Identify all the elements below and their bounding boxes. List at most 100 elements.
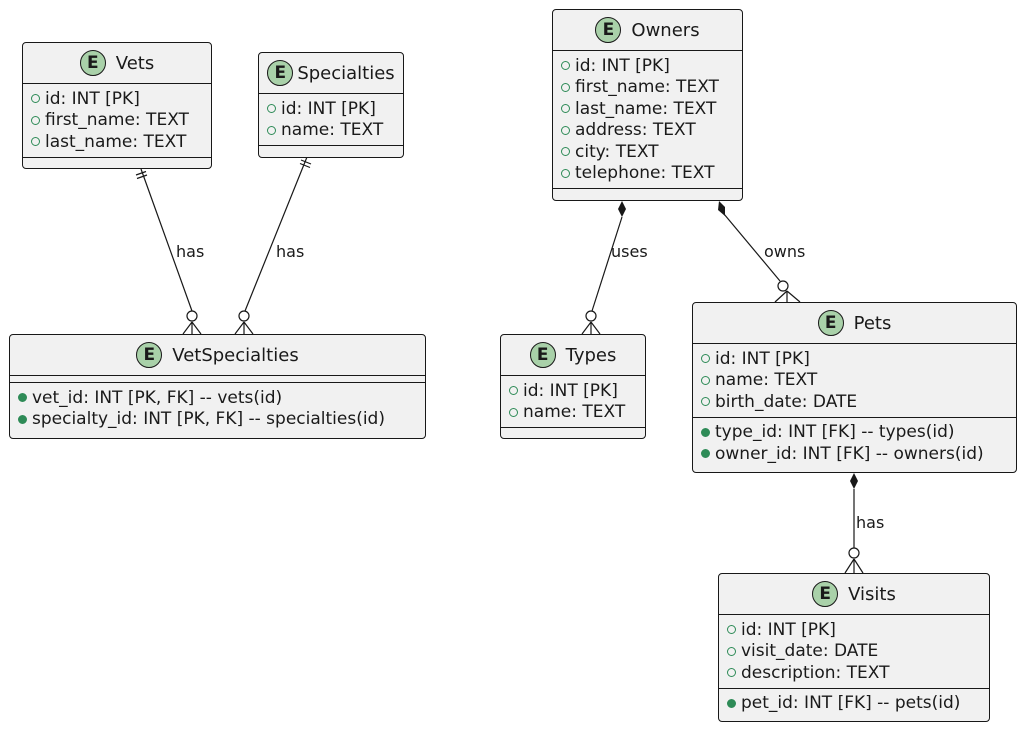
rel-label-specialties-has: has <box>276 242 304 261</box>
entity-badge-icon: E <box>267 60 294 86</box>
public-field-icon <box>701 397 710 407</box>
public-field-icon <box>727 646 736 656</box>
entity-specialties[interactable]: E Specialties id: INT [PK] name: TEXT <box>258 52 404 158</box>
method-section <box>553 189 742 195</box>
field-row: description: TEXT <box>727 662 989 684</box>
field-text: name: TEXT <box>523 402 626 423</box>
field-row: name: TEXT <box>267 120 403 142</box>
field-row: id: INT [PK] <box>561 55 742 77</box>
field-text: description: TEXT <box>741 662 890 683</box>
field-row: last_name: TEXT <box>561 98 742 120</box>
field-row: address: TEXT <box>561 120 742 142</box>
field-text: id: INT [PK] <box>45 88 140 109</box>
public-field-icon <box>267 125 276 135</box>
public-field-icon <box>561 82 570 92</box>
foreign-key-icon <box>18 414 27 424</box>
field-text: name: TEXT <box>715 370 818 391</box>
entity-badge-icon: E <box>79 50 106 76</box>
field-row: telephone: TEXT <box>561 163 742 185</box>
field-row: name: TEXT <box>509 402 645 424</box>
foreign-key-icon <box>727 698 736 708</box>
field-text: visit_date: DATE <box>741 641 879 662</box>
public-field-icon <box>561 125 570 135</box>
public-field-icon <box>31 94 40 104</box>
entity-header: E Specialties <box>259 53 403 94</box>
entity-title: Owners <box>631 19 700 41</box>
public-field-icon <box>701 375 710 385</box>
entity-badge-icon: E <box>529 342 556 368</box>
field-text: vet_id: INT [PK, FK] -- vets(id) <box>32 387 283 408</box>
field-row: id: INT [PK] <box>727 619 989 641</box>
public-field-icon <box>31 115 40 125</box>
field-text: id: INT [PK] <box>715 348 810 369</box>
field-section: id: INT [PK] first_name: TEXT last_name:… <box>23 84 211 158</box>
field-row: vet_id: INT [PK, FK] -- vets(id) <box>18 387 425 409</box>
public-field-icon <box>701 354 710 364</box>
field-text: first_name: TEXT <box>575 77 719 98</box>
field-text: last_name: TEXT <box>45 131 187 152</box>
entity-badge-icon: E <box>812 581 839 607</box>
entity-pets[interactable]: E Pets id: INT [PK] name: TEXT birth_dat… <box>692 302 1017 473</box>
public-field-icon <box>561 168 570 178</box>
entity-title: Vets <box>115 52 155 74</box>
fk-section: type_id: INT [FK] -- types(id) owner_id:… <box>693 418 1016 469</box>
field-row: id: INT [PK] <box>509 380 645 402</box>
rel-label-owners-owns: owns <box>764 242 805 261</box>
field-row: name: TEXT <box>701 370 1016 392</box>
entity-header: E VetSpecialties <box>10 335 425 376</box>
field-row: last_name: TEXT <box>31 131 211 153</box>
field-row: owner_id: INT [FK] -- owners(id) <box>701 443 1016 465</box>
field-text: type_id: INT [FK] -- types(id) <box>715 422 955 443</box>
foreign-key-icon <box>18 393 27 403</box>
public-field-icon <box>561 147 570 157</box>
fk-section: vet_id: INT [PK, FK] -- vets(id) special… <box>10 383 425 434</box>
field-text: address: TEXT <box>575 120 696 141</box>
field-row: birth_date: DATE <box>701 391 1016 413</box>
field-section <box>10 376 425 383</box>
field-text: id: INT [PK] <box>741 619 836 640</box>
field-row: type_id: INT [FK] -- types(id) <box>701 422 1016 444</box>
rel-label-pets-has: has <box>856 513 884 532</box>
entity-header: E Vets <box>23 43 211 84</box>
entity-title: Types <box>565 344 617 366</box>
field-row: id: INT [PK] <box>701 348 1016 370</box>
entity-header: E Owners <box>553 10 742 51</box>
method-section <box>259 146 403 152</box>
field-text: name: TEXT <box>281 120 384 141</box>
entity-types[interactable]: E Types id: INT [PK] name: TEXT <box>500 334 646 439</box>
field-text: specialty_id: INT [PK, FK] -- specialtie… <box>32 409 385 430</box>
rel-label-vets-has: has <box>176 242 204 261</box>
entity-vets[interactable]: E Vets id: INT [PK] first_name: TEXT las… <box>22 42 212 169</box>
field-row: id: INT [PK] <box>267 98 403 120</box>
field-row: id: INT [PK] <box>31 88 211 110</box>
entity-header: E Visits <box>719 574 989 615</box>
public-field-icon <box>267 104 276 114</box>
public-field-icon <box>561 61 570 71</box>
entity-badge-icon: E <box>595 17 622 43</box>
field-row: visit_date: DATE <box>727 641 989 663</box>
public-field-icon <box>727 625 736 635</box>
field-row: first_name: TEXT <box>561 77 742 99</box>
field-text: last_name: TEXT <box>575 98 717 119</box>
public-field-icon <box>509 407 518 417</box>
entity-title: Visits <box>848 583 896 605</box>
field-text: first_name: TEXT <box>45 110 189 131</box>
foreign-key-icon <box>701 449 710 459</box>
field-section: id: INT [PK] name: TEXT <box>259 94 403 146</box>
field-row: pet_id: INT [FK] -- pets(id) <box>727 693 989 715</box>
entity-owners[interactable]: E Owners id: INT [PK] first_name: TEXT l… <box>552 9 743 201</box>
field-row: specialty_id: INT [PK, FK] -- specialtie… <box>18 409 425 431</box>
entity-badge-icon: E <box>136 342 163 368</box>
entity-title: Pets <box>853 312 892 334</box>
method-section <box>23 158 211 164</box>
public-field-icon <box>31 137 40 147</box>
entity-vetspecialties[interactable]: E VetSpecialties vet_id: INT [PK, FK] --… <box>9 334 426 439</box>
entity-header: E Types <box>501 335 645 376</box>
entity-visits[interactable]: E Visits id: INT [PK] visit_date: DATE d… <box>718 573 990 722</box>
entity-title: Specialties <box>297 62 395 84</box>
field-text: birth_date: DATE <box>715 391 858 412</box>
rel-label-owners-uses: uses <box>611 242 648 261</box>
field-text: id: INT [PK] <box>281 98 376 119</box>
public-field-icon <box>509 386 518 396</box>
entity-badge-icon: E <box>817 310 844 336</box>
